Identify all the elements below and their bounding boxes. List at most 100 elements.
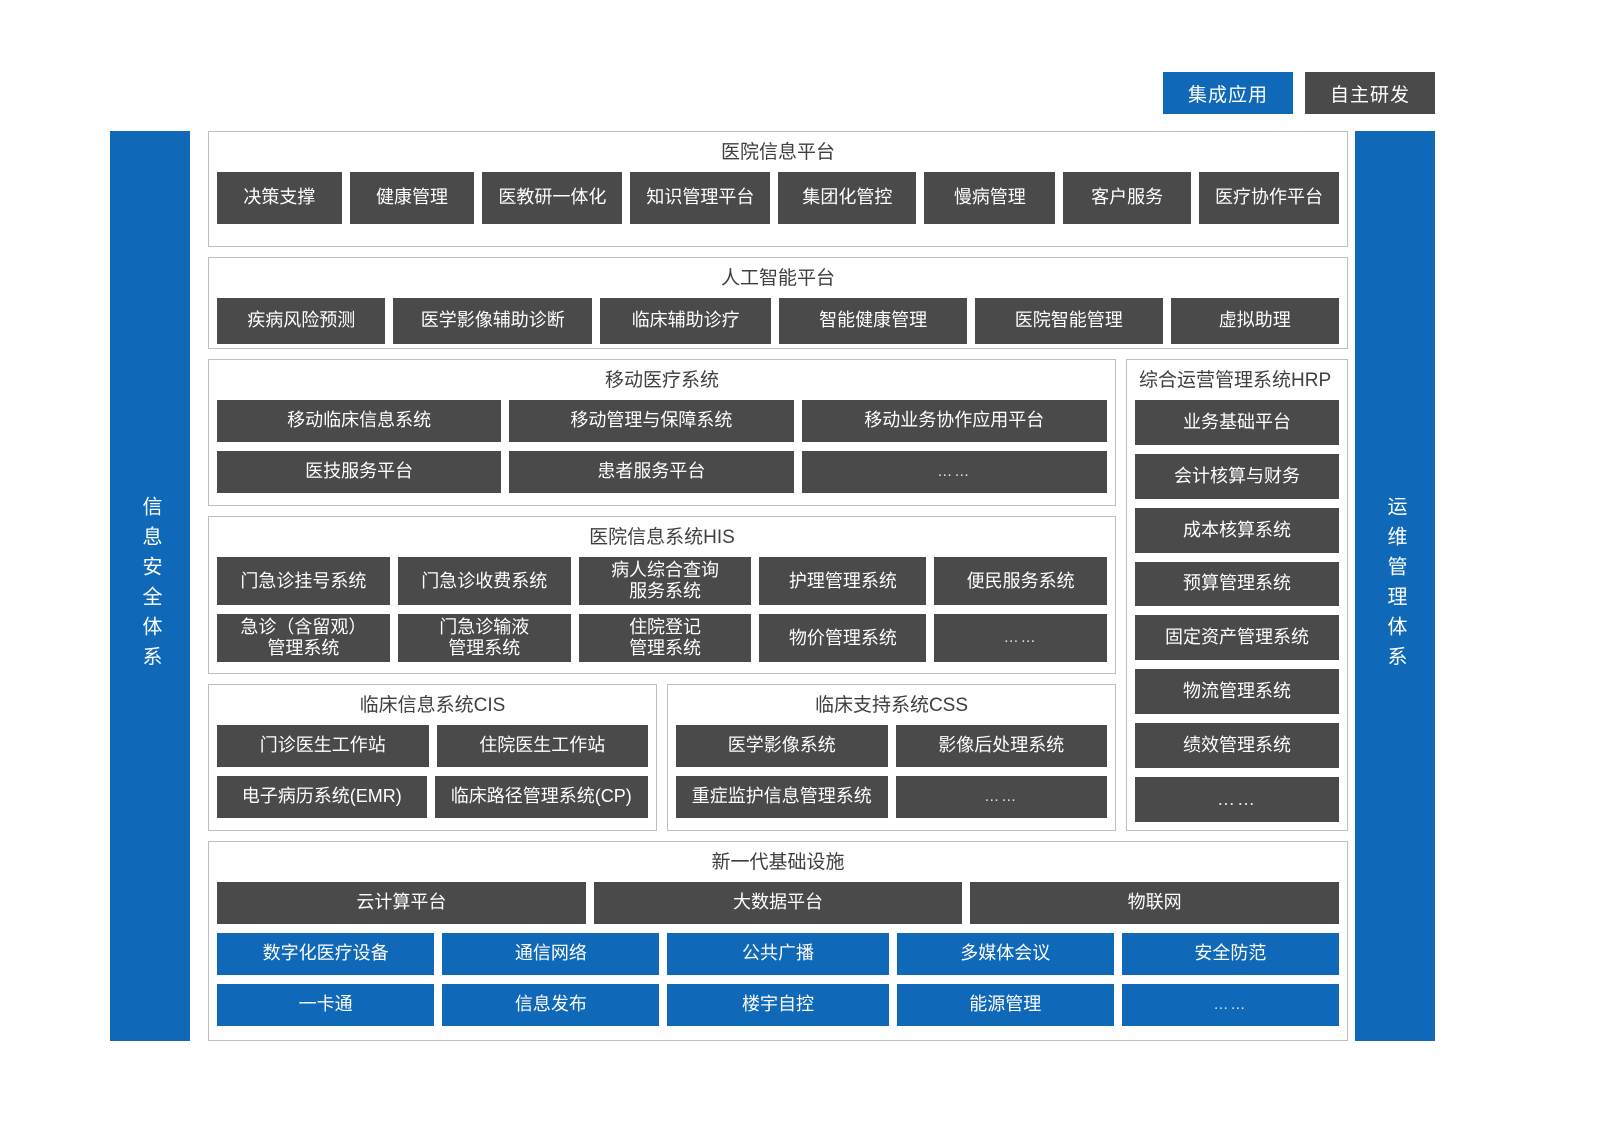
legend-item-self-developed: 自主研发 (1305, 72, 1435, 114)
panel-cis: 临床信息系统CIS 门诊医生工作站 住院医生工作站 电子病历系统(EMR) 临床… (208, 683, 657, 831)
panel-hrp: 综合运营管理系统HRP 业务基础平台 会计核算与财务 成本核算系统 预算管理系统… (1126, 359, 1348, 831)
node-logistics-management-system[interactable]: 物流管理系统 (1135, 669, 1339, 715)
node-clinical-assisted-diagnosis[interactable]: 临床辅助诊疗 (600, 297, 772, 344)
legend-item-integrated-application: 集成应用 (1163, 72, 1293, 114)
node-hospital-smart-management[interactable]: 医院智能管理 (974, 297, 1163, 344)
middle-left-column: 移动医疗系统 移动临床信息系统 移动管理与保障系统 移动业务协作应用平台 医技服… (208, 359, 1116, 831)
panel-title: 人工智能平台 (720, 268, 835, 289)
panel-row: 重症监护信息管理系统 …… (676, 775, 1107, 818)
panel-mobile-medical-system: 移动医疗系统 移动临床信息系统 移动管理与保障系统 移动业务协作应用平台 医技服… (208, 359, 1116, 507)
panel-row: 急诊（含留观） 管理系统 门急诊输液 管理系统 住院登记 管理系统 物价管理系统… (217, 614, 1108, 663)
panel-hospital-info-platform: 医院信息平台 决策支撑 健康管理 医教研一体化 知识管理平台 集团化管控 慢病管… (208, 131, 1348, 247)
node-price-management[interactable]: 物价管理系统 (759, 614, 927, 663)
panel-row: 决策支撑 健康管理 医教研一体化 知识管理平台 集团化管控 慢病管理 客户服务 … (217, 171, 1339, 224)
node-smart-health-management[interactable]: 智能健康管理 (779, 297, 967, 344)
node-emergency-observation[interactable]: 急诊（含留观） 管理系统 (217, 614, 390, 663)
panel-row: 医技服务平台 患者服务平台 …… (217, 450, 1107, 493)
panel-title: 临床信息系统CIS (359, 694, 506, 716)
panel-row: 门诊医生工作站 住院医生工作站 (217, 724, 648, 767)
panel-row: 数字化医疗设备 通信网络 公共广播 多媒体会议 安全防范 (217, 932, 1340, 975)
panel-title: 医院信息系统HIS (589, 527, 735, 549)
node-outpatient-registration[interactable]: 门急诊挂号系统 (217, 557, 390, 606)
node-security-protection[interactable]: 安全防范 (1121, 932, 1340, 975)
node-nursing-management[interactable]: 护理管理系统 (759, 557, 927, 606)
cis-css-row: 临床信息系统CIS 门诊医生工作站 住院医生工作站 电子病历系统(EMR) 临床… (208, 683, 1116, 831)
node-chronic-disease[interactable]: 慢病管理 (924, 171, 1056, 224)
node-mobile-mgmt-support-system[interactable]: 移动管理与保障系统 (509, 399, 794, 442)
node-cloud-computing-platform[interactable]: 云计算平台 (217, 881, 586, 924)
panel-his: 医院信息系统HIS 门急诊挂号系统 门急诊收费系统 病人综合查询 服务系统 护理… (208, 516, 1116, 674)
node-image-postprocessing-system[interactable]: 影像后处理系统 (895, 724, 1107, 767)
node-mobile-more[interactable]: …… (801, 450, 1107, 493)
node-information-release[interactable]: 信息发布 (442, 983, 660, 1026)
node-med-edu-research[interactable]: 医教研一体化 (482, 171, 623, 224)
node-knowledge-platform[interactable]: 知识管理平台 (630, 171, 771, 224)
node-css-more[interactable]: …… (895, 775, 1107, 818)
node-clinical-pathway-system[interactable]: 临床路径管理系统(CP) (434, 775, 648, 818)
node-multimedia-conference[interactable]: 多媒体会议 (896, 932, 1114, 975)
rail-operation-maintenance-system: 运维管理体系 (1355, 131, 1435, 1041)
panel-infrastructure: 新一代基础设施 云计算平台 大数据平台 物联网 数字化医疗设备 通信网络 公共广… (208, 841, 1348, 1041)
node-budget-management-system[interactable]: 预算管理系统 (1135, 561, 1339, 607)
node-digital-medical-equipment[interactable]: 数字化医疗设备 (217, 932, 435, 975)
node-emr-system[interactable]: 电子病历系统(EMR) (217, 775, 427, 818)
node-disease-risk-prediction[interactable]: 疾病风险预测 (217, 297, 386, 344)
panel-title: 综合运营管理系统HRP (1139, 370, 1332, 391)
node-patient-query-service[interactable]: 病人综合查询 服务系统 (578, 557, 752, 606)
node-all-in-one-card[interactable]: 一卡通 (217, 983, 435, 1026)
node-decision-support[interactable]: 决策支撑 (217, 171, 342, 224)
node-convenience-service[interactable]: 便民服务系统 (934, 557, 1108, 606)
node-health-management[interactable]: 健康管理 (349, 171, 475, 224)
node-hrp-more[interactable]: …… (1135, 777, 1339, 823)
node-outpatient-infusion[interactable]: 门急诊输液 管理系统 (397, 614, 571, 663)
node-mobile-business-collab-platform[interactable]: 移动业务协作应用平台 (801, 399, 1107, 442)
node-energy-management[interactable]: 能源管理 (896, 983, 1114, 1026)
node-patient-service-platform[interactable]: 患者服务平台 (509, 450, 794, 493)
node-group-management[interactable]: 集团化管控 (778, 171, 917, 224)
node-public-broadcasting[interactable]: 公共广播 (667, 932, 889, 975)
node-virtual-assistant[interactable]: 虚拟助理 (1170, 297, 1339, 344)
panel-row: 一卡通 信息发布 楼宇自控 能源管理 …… (217, 983, 1340, 1026)
node-performance-management-system[interactable]: 绩效管理系统 (1135, 723, 1339, 769)
rail-information-security-system: 信息安全体系 (110, 131, 190, 1041)
node-cost-accounting-system[interactable]: 成本核算系统 (1135, 507, 1339, 553)
hrp-item-list: 业务基础平台 会计核算与财务 成本核算系统 预算管理系统 固定资产管理系统 物流… (1135, 399, 1339, 823)
panel-row: 门急诊挂号系统 门急诊收费系统 病人综合查询 服务系统 护理管理系统 便民服务系… (217, 557, 1108, 606)
node-fixed-asset-management-system[interactable]: 固定资产管理系统 (1135, 615, 1339, 661)
legend: 集成应用 自主研发 (1163, 72, 1435, 114)
panel-hrp-wrapper: 综合运营管理系统HRP 业务基础平台 会计核算与财务 成本核算系统 预算管理系统… (1126, 359, 1348, 831)
node-outpatient-doctor-workstation[interactable]: 门诊医生工作站 (217, 724, 429, 767)
legend-label: 集成应用 (1187, 84, 1268, 106)
node-business-base-platform[interactable]: 业务基础平台 (1135, 399, 1339, 445)
middle-region: 移动医疗系统 移动临床信息系统 移动管理与保障系统 移动业务协作应用平台 医技服… (208, 359, 1348, 831)
node-big-data-platform[interactable]: 大数据平台 (593, 881, 963, 924)
node-icu-info-management-system[interactable]: 重症监护信息管理系统 (676, 775, 888, 818)
node-mobile-clinical-info-system[interactable]: 移动临床信息系统 (217, 399, 502, 442)
panel-title: 临床支持系统CSS (814, 694, 969, 716)
panel-row: 医学影像系统 影像后处理系统 (676, 724, 1107, 767)
node-his-more[interactable]: …… (934, 614, 1108, 663)
node-medical-imaging-system[interactable]: 医学影像系统 (676, 724, 888, 767)
node-customer-service[interactable]: 客户服务 (1063, 171, 1191, 224)
panel-row: 疾病风险预测 医学影像辅助诊断 临床辅助诊疗 智能健康管理 医院智能管理 虚拟助… (217, 297, 1339, 344)
panel-title: 医院信息平台 (720, 142, 835, 163)
node-medical-tech-service-platform[interactable]: 医技服务平台 (217, 450, 502, 493)
node-infrastructure-more[interactable]: …… (1121, 983, 1340, 1026)
panel-row: 云计算平台 大数据平台 物联网 (217, 881, 1340, 924)
node-outpatient-billing[interactable]: 门急诊收费系统 (397, 557, 571, 606)
panel-row: 电子病历系统(EMR) 临床路径管理系统(CP) (217, 775, 648, 818)
rail-left-label: 信息安全体系 (139, 496, 161, 676)
node-communication-network[interactable]: 通信网络 (442, 932, 660, 975)
node-accounting-finance[interactable]: 会计核算与财务 (1135, 453, 1339, 499)
panel-css: 临床支持系统CSS 医学影像系统 影像后处理系统 重症监护信息管理系统 …… (667, 683, 1116, 831)
node-building-automation[interactable]: 楼宇自控 (667, 983, 889, 1026)
node-internet-of-things[interactable]: 物联网 (970, 881, 1340, 924)
legend-label: 自主研发 (1329, 84, 1410, 106)
node-imaging-assisted-diagnosis[interactable]: 医学影像辅助诊断 (393, 297, 593, 344)
node-medical-collaboration[interactable]: 医疗协作平台 (1198, 171, 1339, 224)
layer-stack: 医院信息平台 决策支撑 健康管理 医教研一体化 知识管理平台 集团化管控 慢病管… (208, 131, 1348, 1041)
panel-title: 移动医疗系统 (604, 370, 719, 391)
node-inpatient-doctor-workstation[interactable]: 住院医生工作站 (436, 724, 648, 767)
node-inpatient-registration[interactable]: 住院登记 管理系统 (578, 614, 752, 663)
